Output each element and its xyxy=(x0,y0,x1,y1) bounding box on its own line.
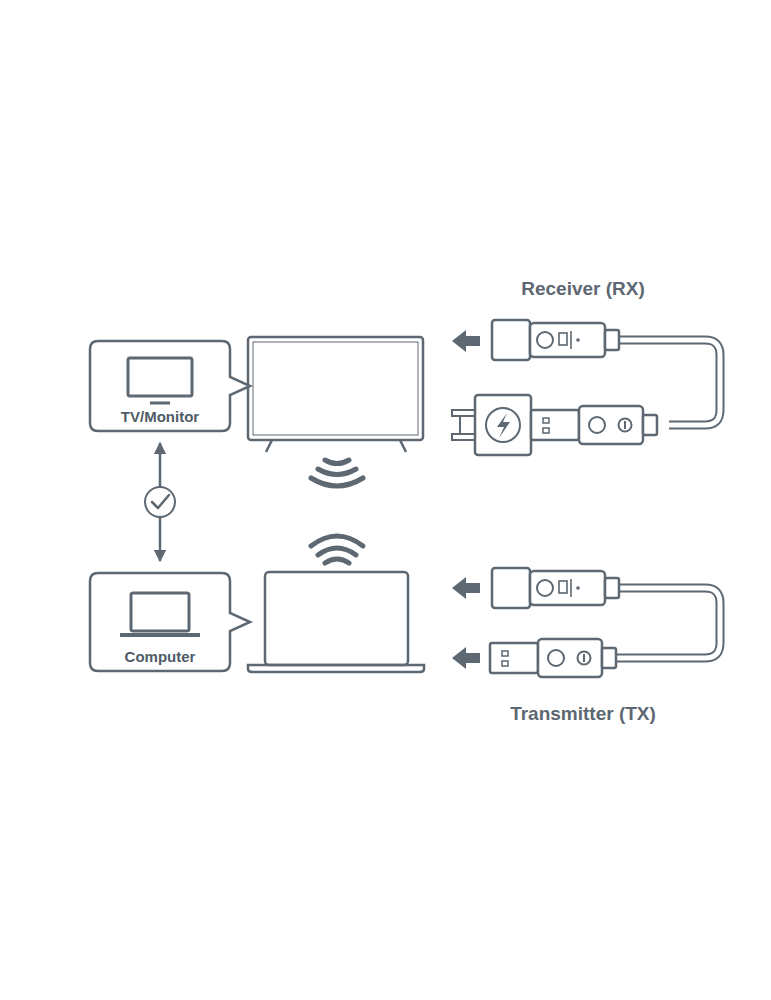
wifi-signal xyxy=(311,460,363,486)
usb-plug xyxy=(531,406,657,444)
bubble-shape xyxy=(90,573,250,671)
tv-illustration xyxy=(248,337,423,452)
hdmi-plug xyxy=(492,568,619,608)
laptop-illustration xyxy=(248,572,424,672)
bubble-shape xyxy=(90,341,250,431)
check-badge xyxy=(145,487,175,517)
device-name: TV/Monitor xyxy=(90,408,230,425)
usb-charger xyxy=(452,395,531,455)
hdmi-plug xyxy=(492,320,619,360)
device-card: TV/Monitor xyxy=(90,341,230,431)
device-label: Receiver (RX) xyxy=(521,278,645,300)
device-card: Computer xyxy=(90,573,230,671)
insert-arrow xyxy=(452,647,480,669)
wifi-signal xyxy=(311,536,363,563)
device-label: Transmitter (TX) xyxy=(510,703,656,725)
device-name: Computer xyxy=(90,648,230,665)
usb-plug xyxy=(490,639,616,677)
cable xyxy=(613,340,720,658)
insert-arrow xyxy=(452,577,480,599)
insert-arrow xyxy=(452,330,480,352)
monitor-icon xyxy=(128,358,192,403)
laptop-icon xyxy=(120,593,200,635)
